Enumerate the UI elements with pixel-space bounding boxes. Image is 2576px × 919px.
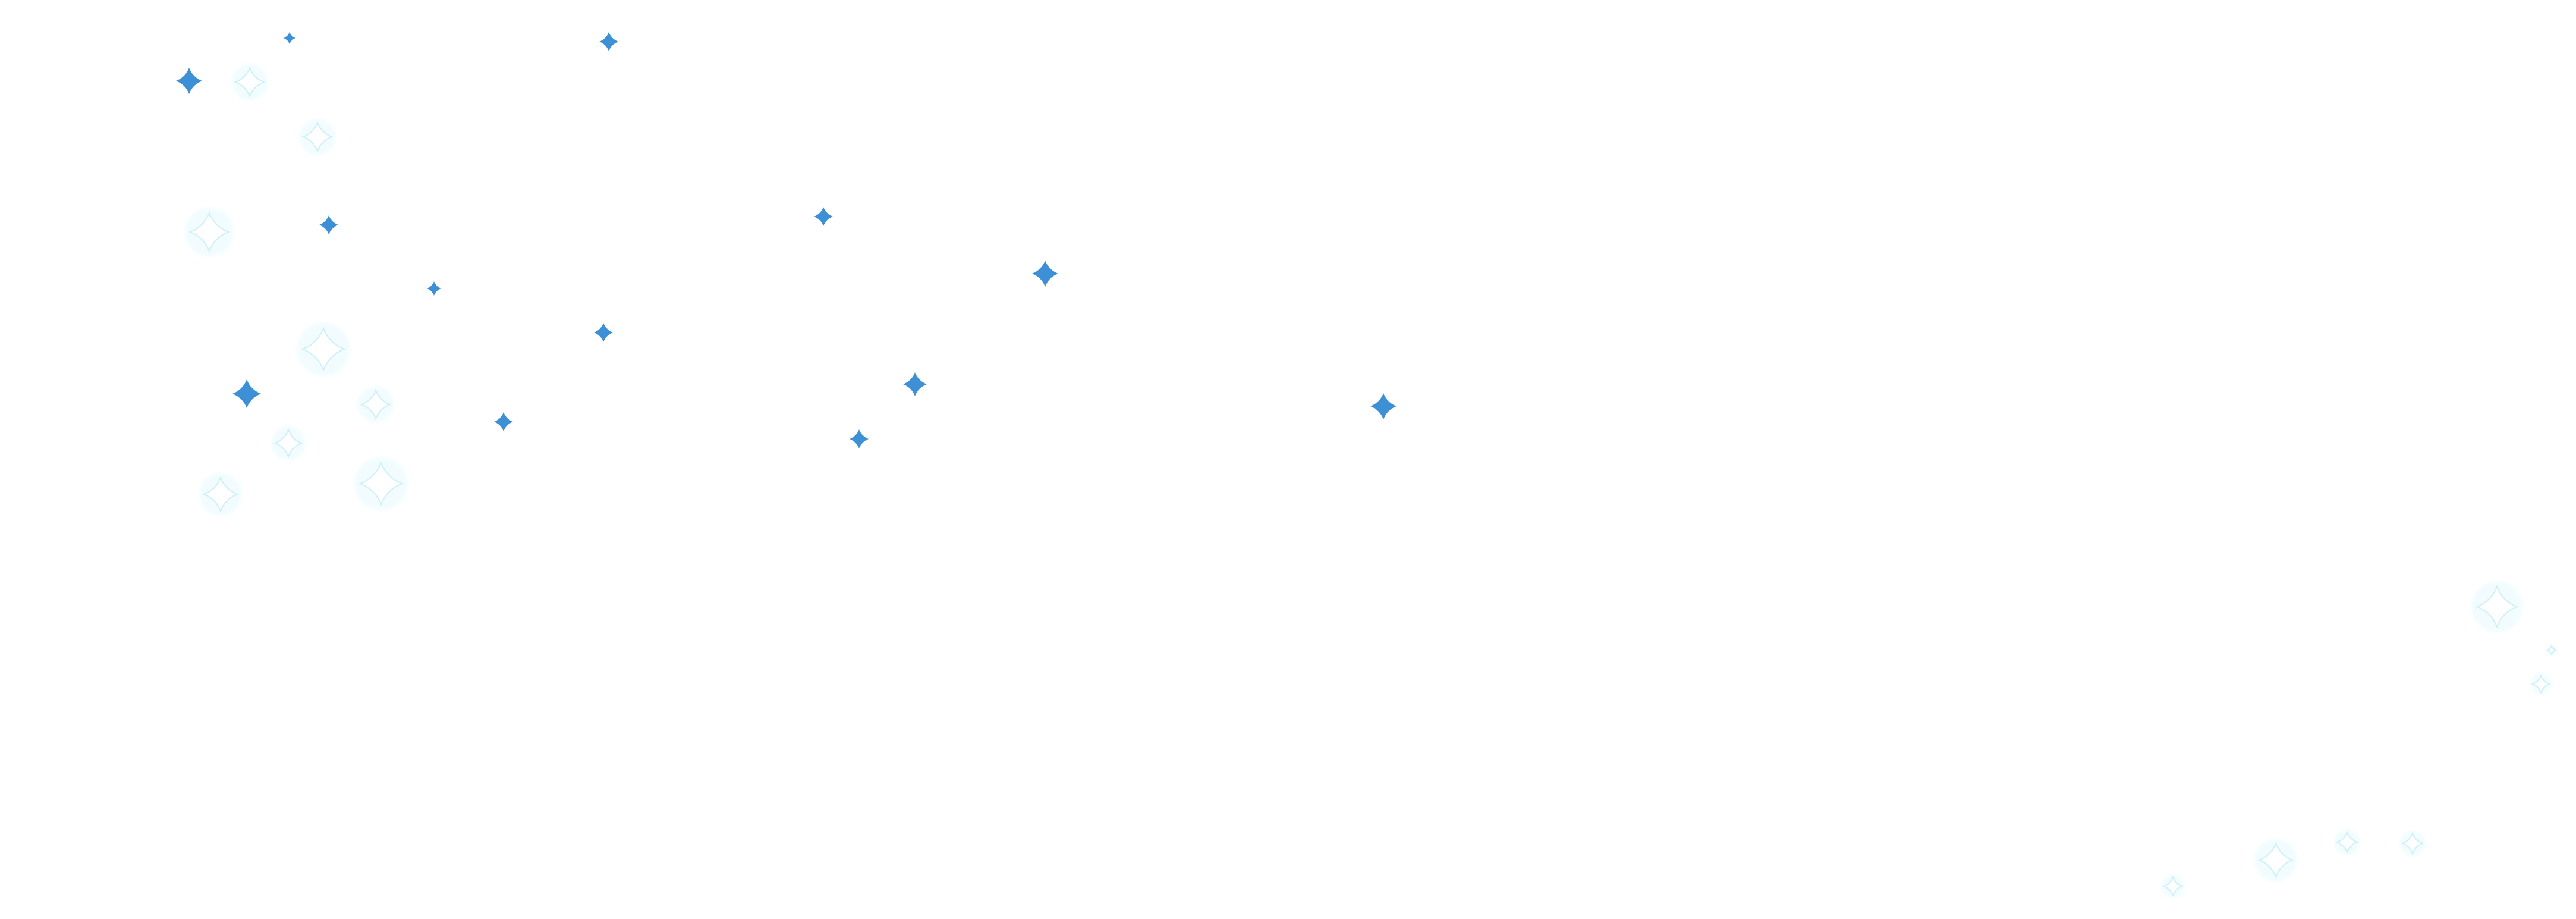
star-sparkle-icon xyxy=(594,323,613,342)
glow-sparkle-icon xyxy=(2254,839,2297,882)
glow-sparkle-icon xyxy=(2161,874,2185,898)
star-sparkle-icon xyxy=(903,372,927,396)
star-sparkle-icon xyxy=(284,32,295,44)
glow-sparkle-icon xyxy=(231,64,268,101)
star-sparkle-icon xyxy=(814,207,833,226)
star-sparkle-icon xyxy=(319,215,338,234)
glow-sparkle-icon xyxy=(199,473,242,516)
star-sparkle-icon xyxy=(427,281,441,296)
glow-sparkle-icon xyxy=(271,426,306,460)
glow-sparkle-icon xyxy=(299,118,336,155)
star-sparkle-icon xyxy=(599,32,618,51)
glow-sparkle-icon xyxy=(2530,673,2552,695)
glow-sparkle-icon xyxy=(354,457,408,510)
glow-sparkle-icon xyxy=(2471,581,2523,633)
star-sparkle-icon xyxy=(232,379,261,408)
glow-sparkle-icon xyxy=(2334,829,2360,855)
star-sparkle-icon xyxy=(850,429,869,448)
star-sparkle-icon xyxy=(1370,393,1396,419)
glow-sparkle-icon xyxy=(357,386,394,423)
star-sparkle-icon xyxy=(494,412,513,431)
glow-sparkle-icon xyxy=(184,207,234,257)
glow-sparkle-icon xyxy=(2399,830,2426,857)
star-sparkle-icon xyxy=(1032,261,1058,287)
glow-sparkle-icon xyxy=(2546,644,2558,656)
glow-sparkle-icon xyxy=(297,322,350,376)
star-sparkle-icon xyxy=(176,68,202,94)
